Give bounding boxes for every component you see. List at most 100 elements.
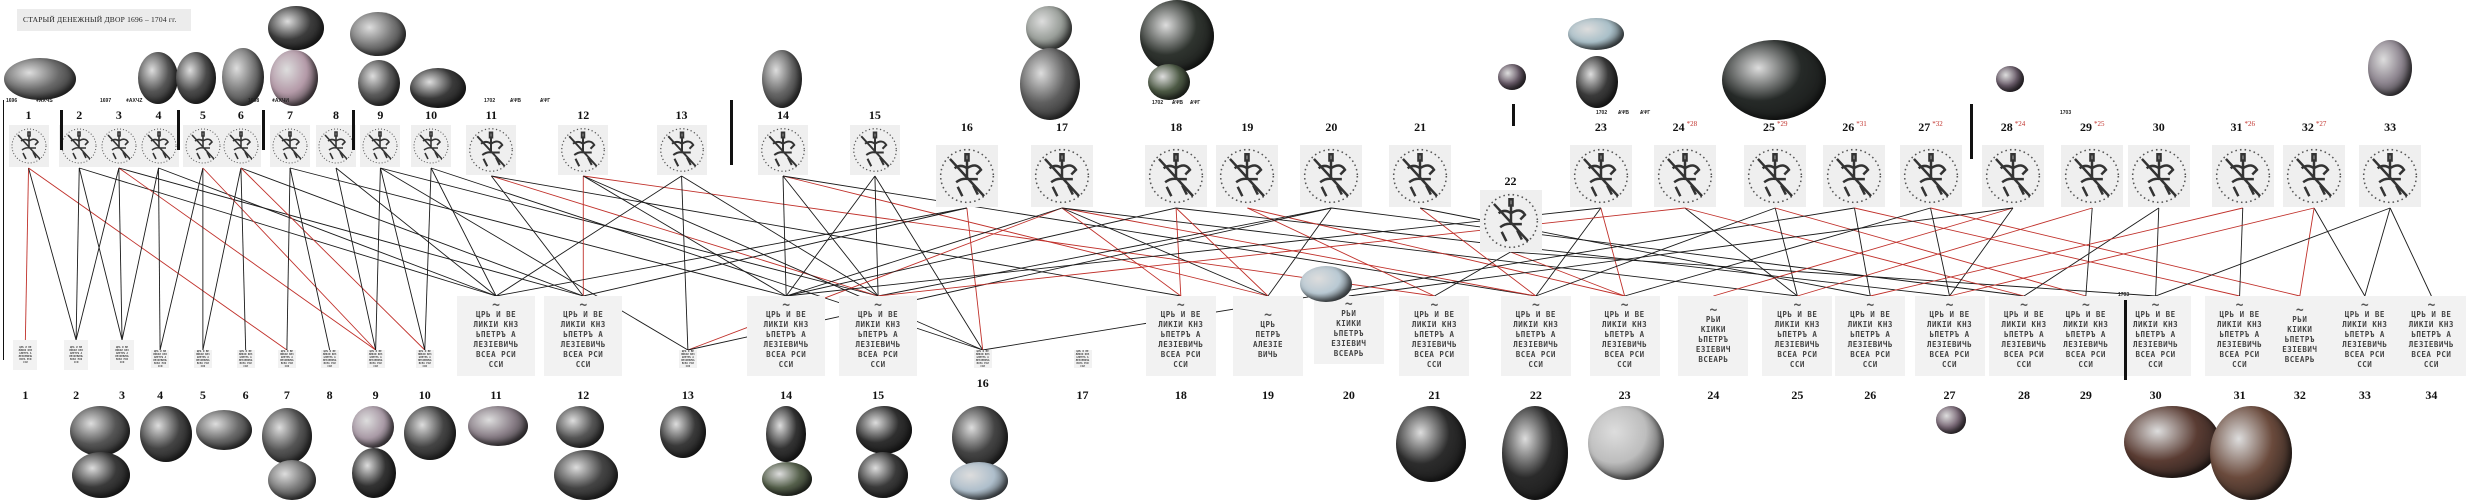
coin-photo[interactable] [468,406,528,446]
obverse-die-drawing[interactable] [1216,145,1279,207]
obverse-die-drawing[interactable] [59,125,100,167]
obverse-die-drawing[interactable] [8,125,49,167]
coin-photo[interactable] [268,460,316,500]
coin-photo[interactable] [766,406,806,462]
obverse-die-drawing[interactable] [411,125,452,167]
coin-photo[interactable] [350,12,406,56]
coin-photo[interactable] [352,448,396,498]
coin-photo[interactable] [856,406,912,454]
coin-photo[interactable] [1996,66,2024,92]
coin-photo[interactable] [358,60,400,106]
obverse-die-drawing[interactable] [1744,145,1807,207]
coin-photo[interactable] [176,52,216,104]
coin-photo[interactable] [1140,0,1214,72]
coin-photo[interactable] [1722,40,1826,120]
coin-photo[interactable] [554,450,618,500]
coin-photo[interactable] [4,58,76,100]
coin-photo[interactable] [2124,406,2220,478]
obverse-die-drawing[interactable] [316,125,357,167]
obverse-die-drawing[interactable] [1479,190,1542,252]
coin-photo[interactable] [410,68,466,108]
coin-photo[interactable] [404,406,456,460]
obverse-die-drawing[interactable] [1030,145,1093,207]
obverse-die-drawing[interactable] [1981,145,2044,207]
coin-photo[interactable] [762,462,812,496]
coin-photo[interactable] [952,406,1008,468]
coin-photo[interactable] [950,462,1008,500]
coin-photo[interactable] [72,452,130,498]
obverse-die-drawing[interactable] [558,125,609,175]
obverse-die-drawing[interactable] [360,125,401,167]
coin-photo[interactable] [762,50,802,108]
coin-photo[interactable] [1396,406,1466,482]
coin-photo[interactable] [1568,18,1624,50]
obverse-die-drawing[interactable] [2127,145,2190,207]
obverse-die-drawing[interactable] [2283,145,2346,207]
obverse-die-drawing[interactable] [220,125,261,167]
coin-photo[interactable] [262,408,312,464]
coin-photo[interactable] [222,48,264,106]
obverse-die-drawing[interactable] [1300,145,1363,207]
obverse-die-drawing[interactable] [138,125,179,167]
obverse-die-drawing[interactable] [98,125,139,167]
coin-photo[interactable] [270,50,318,106]
coin-photo[interactable] [196,410,252,450]
coin-photo[interactable] [1576,56,1618,108]
coin-photo[interactable] [556,406,604,448]
coin-photo[interactable] [1502,406,1568,500]
obverse-die-drawing[interactable] [1653,145,1716,207]
obverse-die-drawing[interactable] [1145,145,1208,207]
coin-photo[interactable] [2368,40,2412,96]
coin-photo[interactable] [1020,48,1080,120]
obverse-die-drawing[interactable] [1899,145,1962,207]
coin-photo[interactable] [1026,6,1072,50]
coin-photo[interactable] [1588,406,1664,480]
obverse-die-drawing[interactable] [1569,145,1632,207]
obverse-die-drawing[interactable] [757,125,808,175]
coin-photo[interactable] [1300,266,1352,302]
coin-photo[interactable] [1498,64,1526,90]
obverse-die-drawing[interactable] [2211,145,2274,207]
obverse-die-drawing[interactable] [935,145,998,207]
coin-photo[interactable] [140,406,192,462]
obverse-die-drawing[interactable] [270,125,311,167]
obverse-die-drawing[interactable] [2061,145,2124,207]
obverse-die-drawing[interactable] [466,125,517,175]
coin-photo[interactable] [70,406,130,456]
coin-photo[interactable] [2210,406,2292,500]
coin-photo[interactable] [1148,64,1190,100]
coin-photo[interactable] [268,6,324,50]
obverse-die-drawing[interactable] [849,125,900,175]
coin-photo[interactable] [858,452,908,498]
coin-photo[interactable] [138,52,178,104]
obverse-die-drawing[interactable] [2359,145,2422,207]
